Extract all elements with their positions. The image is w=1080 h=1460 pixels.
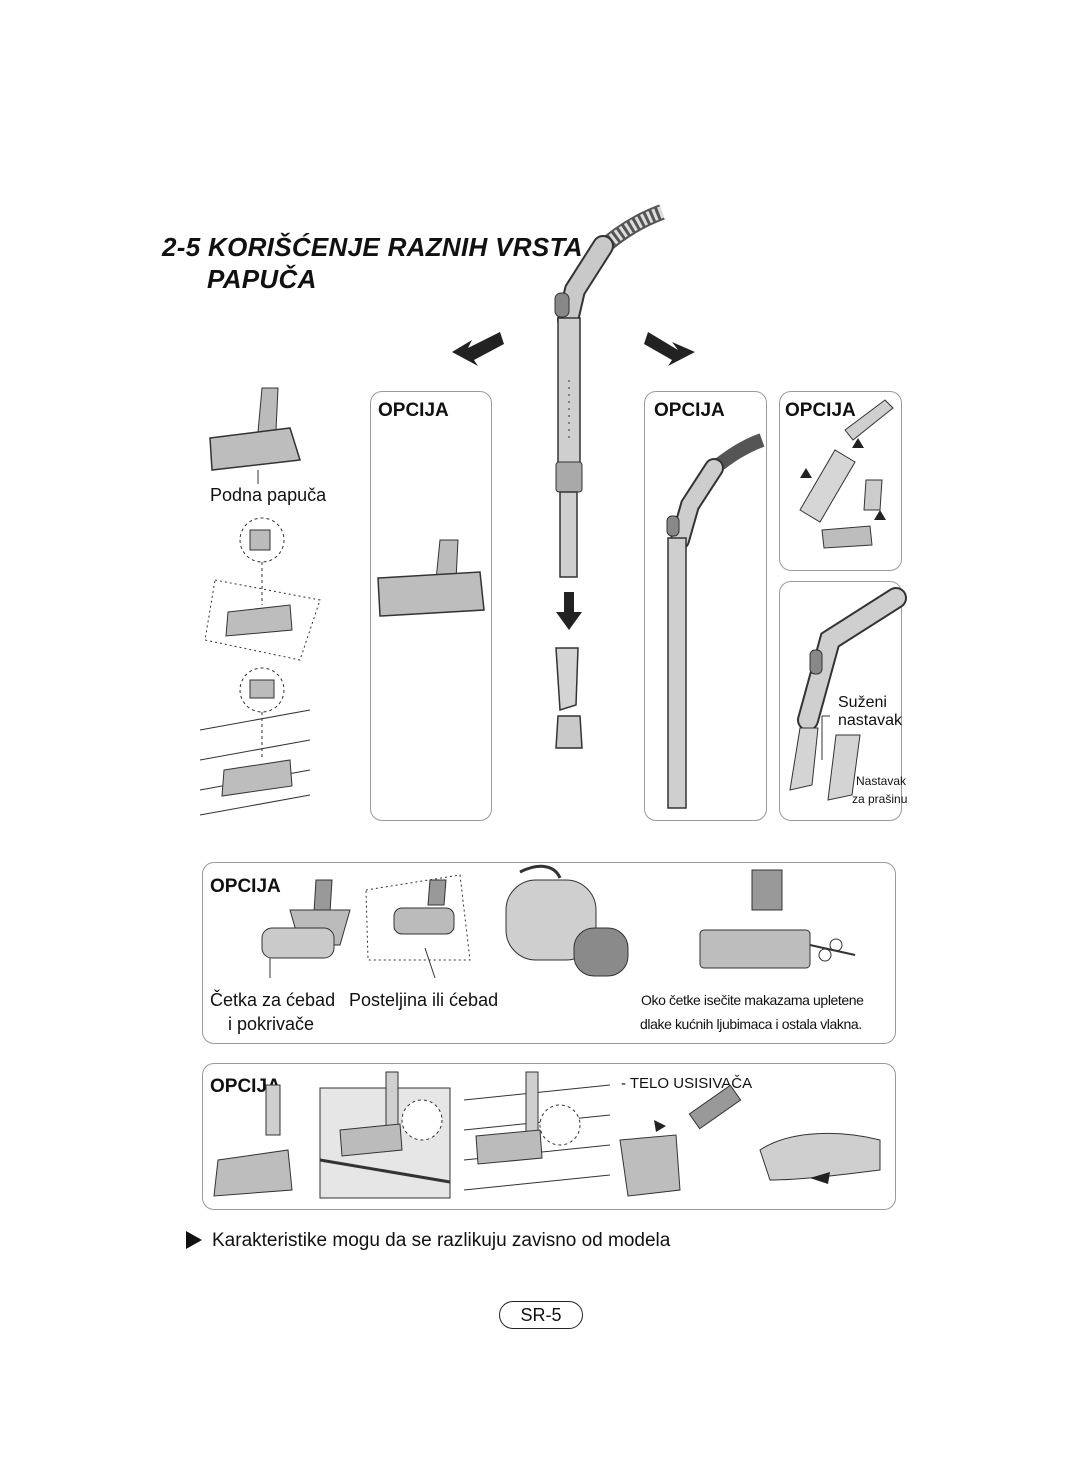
narrow-nozzle-label-1: Suženi (838, 694, 887, 711)
dust-nozzle-label-2: za prašinu (852, 792, 908, 806)
bedding-label-1: Posteljina ili ćebad (349, 990, 499, 1010)
floor-brush-label: Podna papuča (210, 485, 327, 505)
page-title-line2: PAPUČA (207, 264, 317, 294)
option-label-2: OPCIJA (654, 400, 725, 421)
body-label: - TELO USISIVAČA (621, 1075, 753, 1092)
bedding-label-2: i pokrivače (228, 1014, 315, 1034)
page-number: SR-5 (499, 1301, 583, 1329)
blanket-brush-label: Četka za ćebad (210, 990, 336, 1010)
cut-note-line-1: Oko četke isečite makazama upletene (641, 992, 864, 1008)
option-panel-telescopic-wand (644, 391, 767, 821)
option-label-4: OPCIJA (210, 876, 281, 897)
dust-nozzle-label-1: Nastavak (856, 774, 907, 788)
narrow-nozzle-label-2: nastavak (838, 712, 903, 729)
cut-note-line-2: dlake kućnih ljubimaca i ostala vlakna. (640, 1016, 862, 1032)
footer-note: Karakteristike mogu da se razlikuju zavi… (212, 1230, 671, 1251)
page-title-line1: 2-5 KORIŠĆENJE RAZNIH VRSTA (162, 232, 583, 262)
option-label-3: OPCIJA (785, 400, 856, 421)
option-label-1: OPCIJA (378, 400, 449, 421)
bullet-triangle-icon (186, 1231, 202, 1249)
option-label-5: OPCIJA (210, 1076, 281, 1097)
